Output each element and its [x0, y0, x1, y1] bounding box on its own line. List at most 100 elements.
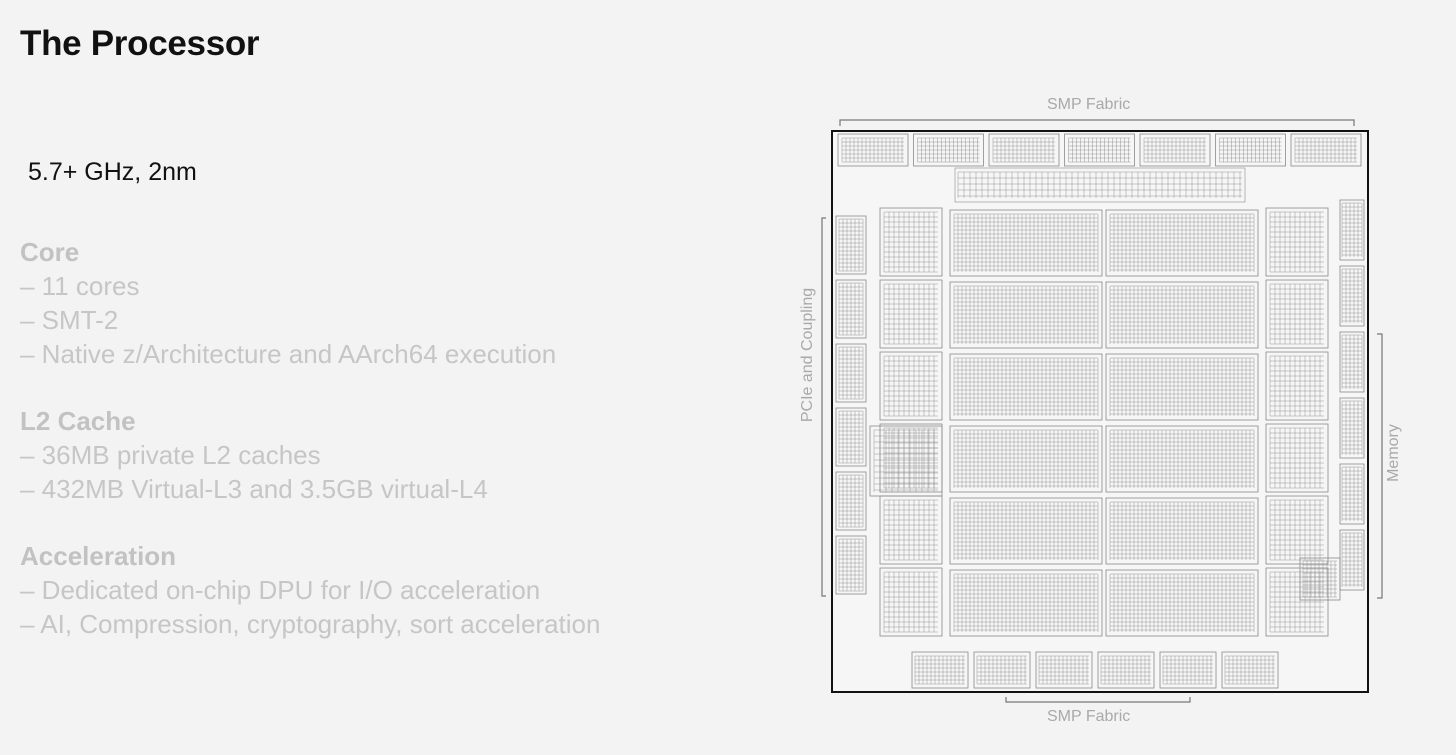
- core-tile-right: [1265, 495, 1329, 565]
- core-tile-left: [879, 207, 943, 277]
- pcie-coupling-label: PCIe and Coupling: [799, 287, 816, 423]
- smp-top-block-pattern: [1068, 137, 1131, 163]
- smp-bottom-block-pattern: [1162, 655, 1213, 685]
- l2-cache-array-right: [1105, 425, 1259, 493]
- smp-bottom-block: [1221, 651, 1279, 689]
- core-tile-right: [1265, 279, 1329, 349]
- l2-item-virtual: – 432MB Virtual-L3 and 3.5GB virtual-L4: [20, 474, 488, 504]
- core-tile-left-pattern: [883, 571, 938, 633]
- core-heading: Core: [20, 237, 80, 267]
- core-tile-right-pattern: [1269, 571, 1324, 633]
- l2-cache-array-left: [949, 281, 1103, 349]
- smp-fabric-bottom-label: SMP Fabric: [1047, 708, 1131, 725]
- dpu-block-pattern: [873, 429, 938, 492]
- core-item-arch: – Native z/Architecture and AArch64 exec…: [20, 339, 557, 369]
- l2-cache-array-left-pattern: [953, 213, 1099, 272]
- l2-cache-array-right-pattern: [1109, 573, 1255, 632]
- smp-top-block: [1064, 133, 1135, 167]
- smp-top-block: [913, 133, 984, 167]
- smp-bottom-block-pattern: [914, 655, 965, 685]
- smp-top-block: [1139, 133, 1211, 167]
- die-circuitry: [835, 133, 1365, 689]
- dpu-block: [869, 425, 943, 497]
- l2-cache-array-left-pattern: [953, 285, 1099, 344]
- misc-block-pattern: [1302, 560, 1337, 598]
- smp-bottom-block-pattern: [976, 655, 1027, 685]
- acceleration-heading: Acceleration: [20, 541, 177, 571]
- smp-top-block-pattern: [917, 137, 980, 163]
- l2-cache-heading: L2 Cache: [20, 406, 136, 436]
- l2-cache-array-right-pattern: [1109, 285, 1255, 344]
- pcie-block: [835, 407, 867, 467]
- core-tile-right: [1265, 351, 1329, 421]
- pcie-block: [835, 535, 867, 595]
- l2-cache-array-right-pattern: [1109, 501, 1255, 560]
- memory-block-pattern: [1341, 334, 1363, 389]
- core-tile-left-pattern: [883, 499, 938, 561]
- l2-cache-array-left: [949, 497, 1103, 565]
- l2-cache-array-left-pattern: [953, 429, 1099, 488]
- smp-bottom-block-pattern: [1100, 655, 1151, 685]
- pcie-block-pattern: [838, 410, 864, 464]
- pcie-block: [835, 279, 867, 339]
- l2-cache-array-right: [1105, 209, 1259, 277]
- acceleration-item-ai: – AI, Compression, cryptography, sort ac…: [20, 609, 601, 639]
- smp-top-block-pattern: [1294, 137, 1357, 163]
- memory-block: [1339, 199, 1365, 261]
- pcie-block-pattern: [838, 346, 864, 400]
- smp-bottom-block-pattern: [1038, 655, 1089, 685]
- l2-cache-array-right-pattern: [1109, 357, 1255, 416]
- memory-block: [1339, 463, 1365, 525]
- memory-block: [1339, 397, 1365, 459]
- pcie-block: [835, 215, 867, 275]
- interconnect-pattern: [957, 171, 1242, 198]
- memory-bracket: [1377, 333, 1383, 599]
- interconnect-strip: [954, 167, 1246, 203]
- smp-top-block: [837, 133, 909, 167]
- core-tile-right-pattern: [1269, 283, 1324, 345]
- pcie-block-pattern: [838, 282, 864, 336]
- pcie-block: [835, 471, 867, 531]
- core-tile-right-pattern: [1269, 427, 1324, 489]
- core-item-smt: – SMT-2: [20, 305, 119, 335]
- l2-cache-array-right-pattern: [1109, 429, 1255, 488]
- pcie-bracket: [821, 217, 826, 597]
- core-tile-right-pattern: [1269, 211, 1324, 273]
- l2-cache-array-left: [949, 569, 1103, 637]
- misc-block: [1299, 557, 1341, 601]
- memory-block-pattern: [1341, 532, 1363, 587]
- smp-bottom-block: [1035, 651, 1093, 689]
- memory-label: Memory: [1385, 424, 1402, 482]
- memory-block-pattern: [1341, 202, 1363, 257]
- smp-top-bracket: [839, 119, 1355, 126]
- l2-cache-array-left: [949, 353, 1103, 421]
- core-tile-right: [1265, 207, 1329, 277]
- pcie-block-pattern: [838, 474, 864, 528]
- l2-cache-array-left-pattern: [953, 357, 1099, 416]
- memory-block-pattern: [1341, 466, 1363, 521]
- l2-cache-array-right: [1105, 281, 1259, 349]
- core-tile-left: [879, 279, 943, 349]
- core-item-cores: – 11 cores: [20, 271, 140, 301]
- memory-block: [1339, 331, 1365, 393]
- smp-top-block-pattern: [1219, 137, 1282, 163]
- l2-item-private: – 36MB private L2 caches: [20, 440, 321, 470]
- l2-cache-array-right: [1105, 353, 1259, 421]
- clock-speed-headline: 5.7+ GHz, 2nm: [28, 158, 197, 186]
- smp-top-block: [988, 133, 1060, 167]
- acceleration-item-dpu: – Dedicated on-chip DPU for I/O accelera…: [20, 575, 541, 605]
- smp-top-block: [1215, 133, 1286, 167]
- smp-top-block-pattern: [1143, 137, 1206, 163]
- core-tile-right-pattern: [1269, 355, 1324, 417]
- smp-top-block-pattern: [841, 137, 904, 163]
- l2-cache-array-left-pattern: [953, 573, 1099, 632]
- core-tile-right-pattern: [1269, 499, 1324, 561]
- smp-top-block-pattern: [992, 137, 1055, 163]
- smp-bottom-block: [973, 651, 1031, 689]
- smp-fabric-top-label: SMP Fabric: [1047, 96, 1131, 113]
- core-tile-left: [879, 567, 943, 637]
- core-tile-left: [879, 351, 943, 421]
- core-tile-left-pattern: [883, 283, 938, 345]
- core-tile-right: [1265, 567, 1329, 637]
